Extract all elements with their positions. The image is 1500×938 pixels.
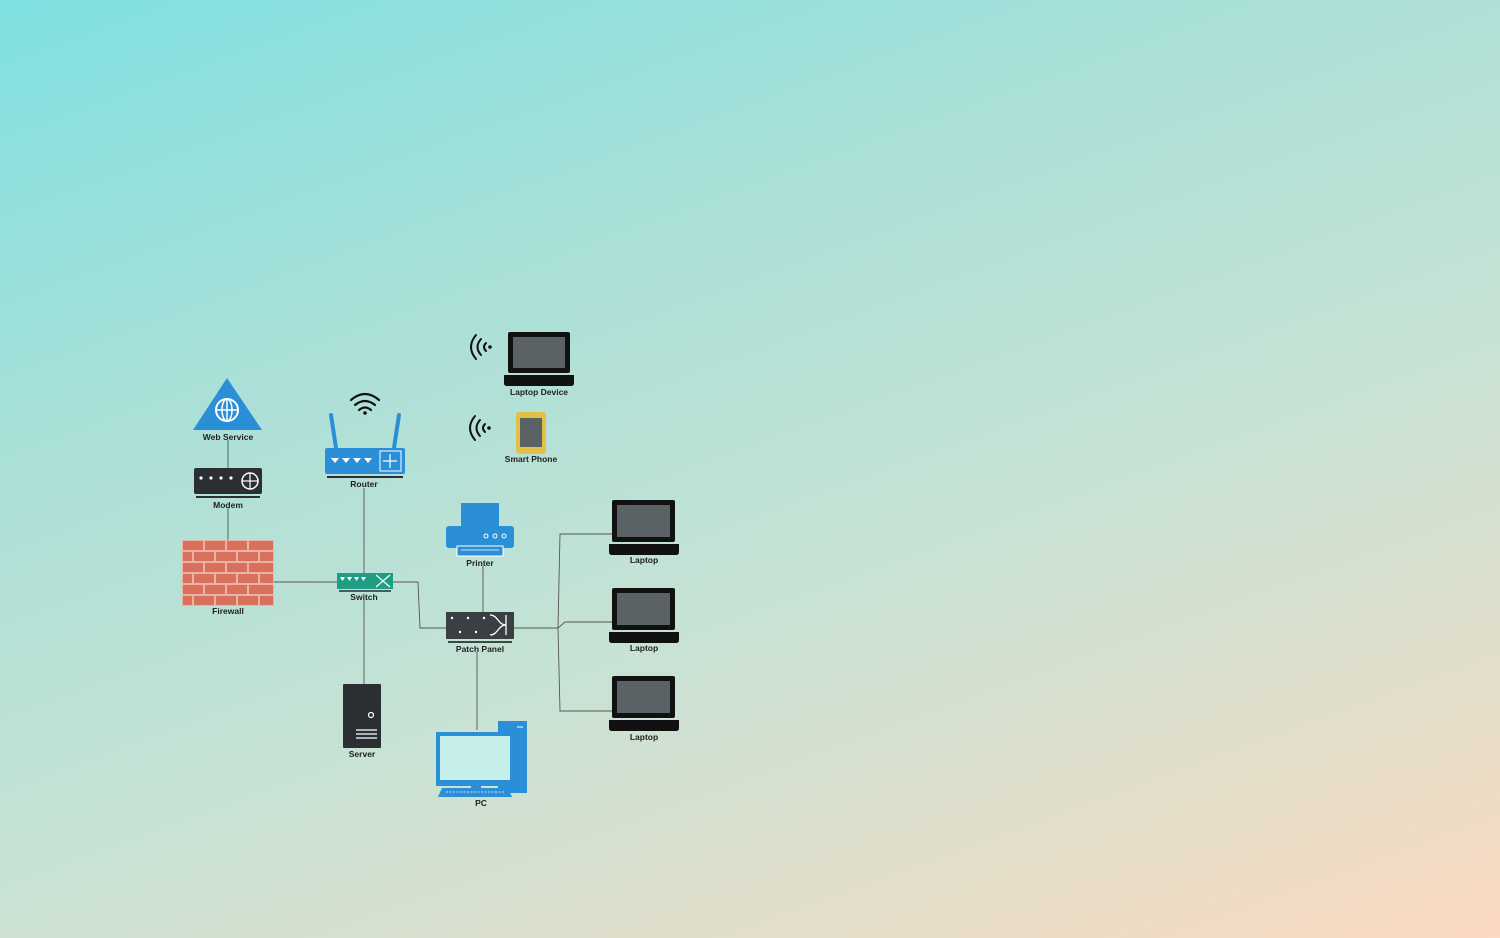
node-laptop-1: Laptop [609, 500, 679, 565]
connections [227, 440, 612, 730]
wifi-router-icon [325, 413, 405, 478]
globe-triangle-icon [193, 378, 262, 430]
laptop-device-label: Laptop Device [510, 387, 568, 397]
modem-icon [194, 468, 262, 498]
printer-label: Printer [466, 558, 494, 568]
wireless-signal-icon [470, 334, 492, 360]
wire-patchpanel-laptop2 [557, 621, 612, 629]
node-modem: Modem [194, 468, 262, 510]
wire-switch-patchpanel [392, 581, 447, 629]
laptop-3-label: Laptop [630, 732, 658, 742]
laptop-2-label: Laptop [630, 643, 658, 653]
wire-patchpanel-laptops [514, 533, 612, 629]
patch-panel-icon [446, 612, 514, 643]
printer-icon [446, 503, 514, 557]
laptop-icon [609, 588, 679, 643]
switch-label: Switch [350, 592, 377, 602]
laptop-1-label: Laptop [630, 555, 658, 565]
desktop-pc-icon [436, 721, 527, 797]
laptop-icon [609, 500, 679, 555]
node-router: Router [325, 392, 405, 489]
node-firewall: Firewall [182, 540, 274, 616]
brick-wall-icon [182, 540, 274, 606]
server-tower-icon [343, 684, 381, 748]
node-smart-phone: Smart Phone [469, 412, 558, 464]
wifi-signal-icon [349, 392, 381, 415]
node-laptop-3: Laptop [609, 676, 679, 742]
network-switch-icon [337, 573, 393, 592]
node-laptop-2: Laptop [609, 588, 679, 653]
pc-label: PC [475, 798, 487, 808]
node-web-service: Web Service [193, 378, 262, 442]
wire-patchpanel-laptop3 [557, 627, 612, 712]
node-laptop-device: Laptop Device [470, 332, 574, 397]
node-patch-panel: Patch Panel [446, 612, 514, 654]
laptop-icon [609, 676, 679, 731]
server-label: Server [349, 749, 376, 759]
smart-phone-label: Smart Phone [505, 454, 558, 464]
web-service-label: Web Service [203, 432, 254, 442]
laptop-icon [504, 332, 574, 386]
smartphone-icon [516, 412, 546, 454]
modem-label: Modem [213, 500, 243, 510]
firewall-label: Firewall [212, 606, 244, 616]
patch-panel-label: Patch Panel [456, 644, 504, 654]
node-pc: PC [436, 721, 527, 808]
node-switch: Switch [337, 573, 393, 602]
node-printer: Printer [446, 503, 514, 568]
router-label: Router [350, 479, 378, 489]
wireless-signal-icon [469, 415, 491, 441]
node-server: Server [343, 684, 381, 759]
